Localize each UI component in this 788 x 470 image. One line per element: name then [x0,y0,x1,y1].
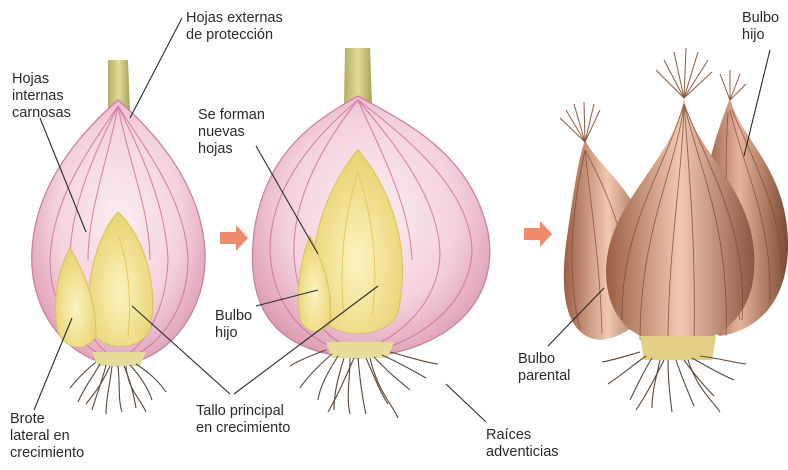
label-new-leaves-line-1: Se forman [198,107,265,124]
label-outer-leaves-line-2: de protección [186,27,283,44]
leader-roots [446,384,486,422]
label-parent-bulb: Bulbo parental [518,351,570,385]
leader-daughter-right [744,50,770,156]
label-lateral-bud-line-1: Brote [10,411,84,428]
label-lateral-bud-line-2: lateral en [10,428,84,445]
label-inner-leaves-line-3: carnosas [12,105,71,122]
label-main-stem-line-2: en crecimiento [196,420,290,437]
label-lateral-bud-line-3: crecimiento [10,445,84,462]
label-daughter-bulb-right-line-2: hijo [742,27,779,44]
label-inner-leaves-line-2: internas [12,88,71,105]
label-parent-bulb-line-1: Bulbo [518,351,570,368]
label-new-leaves: Se forman nuevas hojas [198,107,265,158]
bulb-tops [560,48,746,142]
onion-1-basal-plate [92,352,146,366]
label-main-stem: Tallo principal en crecimiento [196,403,290,437]
label-daughter-bulb-right: Bulbo hijo [742,10,779,44]
label-daughter-bulb-mid-line-2: hijo [215,325,252,342]
onion-bulb-2 [252,48,489,418]
onion-2-roots [290,350,438,418]
label-daughter-bulb-mid-line-1: Bulbo [215,308,252,325]
label-main-stem-line-1: Tallo principal [196,403,290,420]
onion-1-roots [70,362,166,414]
label-parent-bulb-line-2: parental [518,368,570,385]
label-new-leaves-line-3: hojas [198,141,265,158]
label-daughter-bulb-right-line-1: Bulbo [742,10,779,27]
right-arrow-icon [524,221,552,247]
leader-outer-leaves [130,18,182,118]
label-inner-leaves: Hojas internas carnosas [12,71,71,122]
cluster-roots [602,352,746,412]
label-roots-line-2: adventicias [486,444,559,461]
label-roots: Raíces adventicias [486,427,559,461]
label-lateral-bud: Brote lateral en crecimiento [10,411,84,462]
label-new-leaves-line-2: nuevas [198,124,265,141]
leader-lateral-bud [34,318,72,410]
label-inner-leaves-line-1: Hojas [12,71,71,88]
label-outer-leaves: Hojas externas de protección [186,10,283,44]
mature-bulb-cluster [560,48,788,412]
label-outer-leaves-line-1: Hojas externas [186,10,283,27]
label-roots-line-1: Raíces [486,427,559,444]
label-daughter-bulb-mid: Bulbo hijo [215,308,252,342]
right-arrow-icon [220,225,248,251]
